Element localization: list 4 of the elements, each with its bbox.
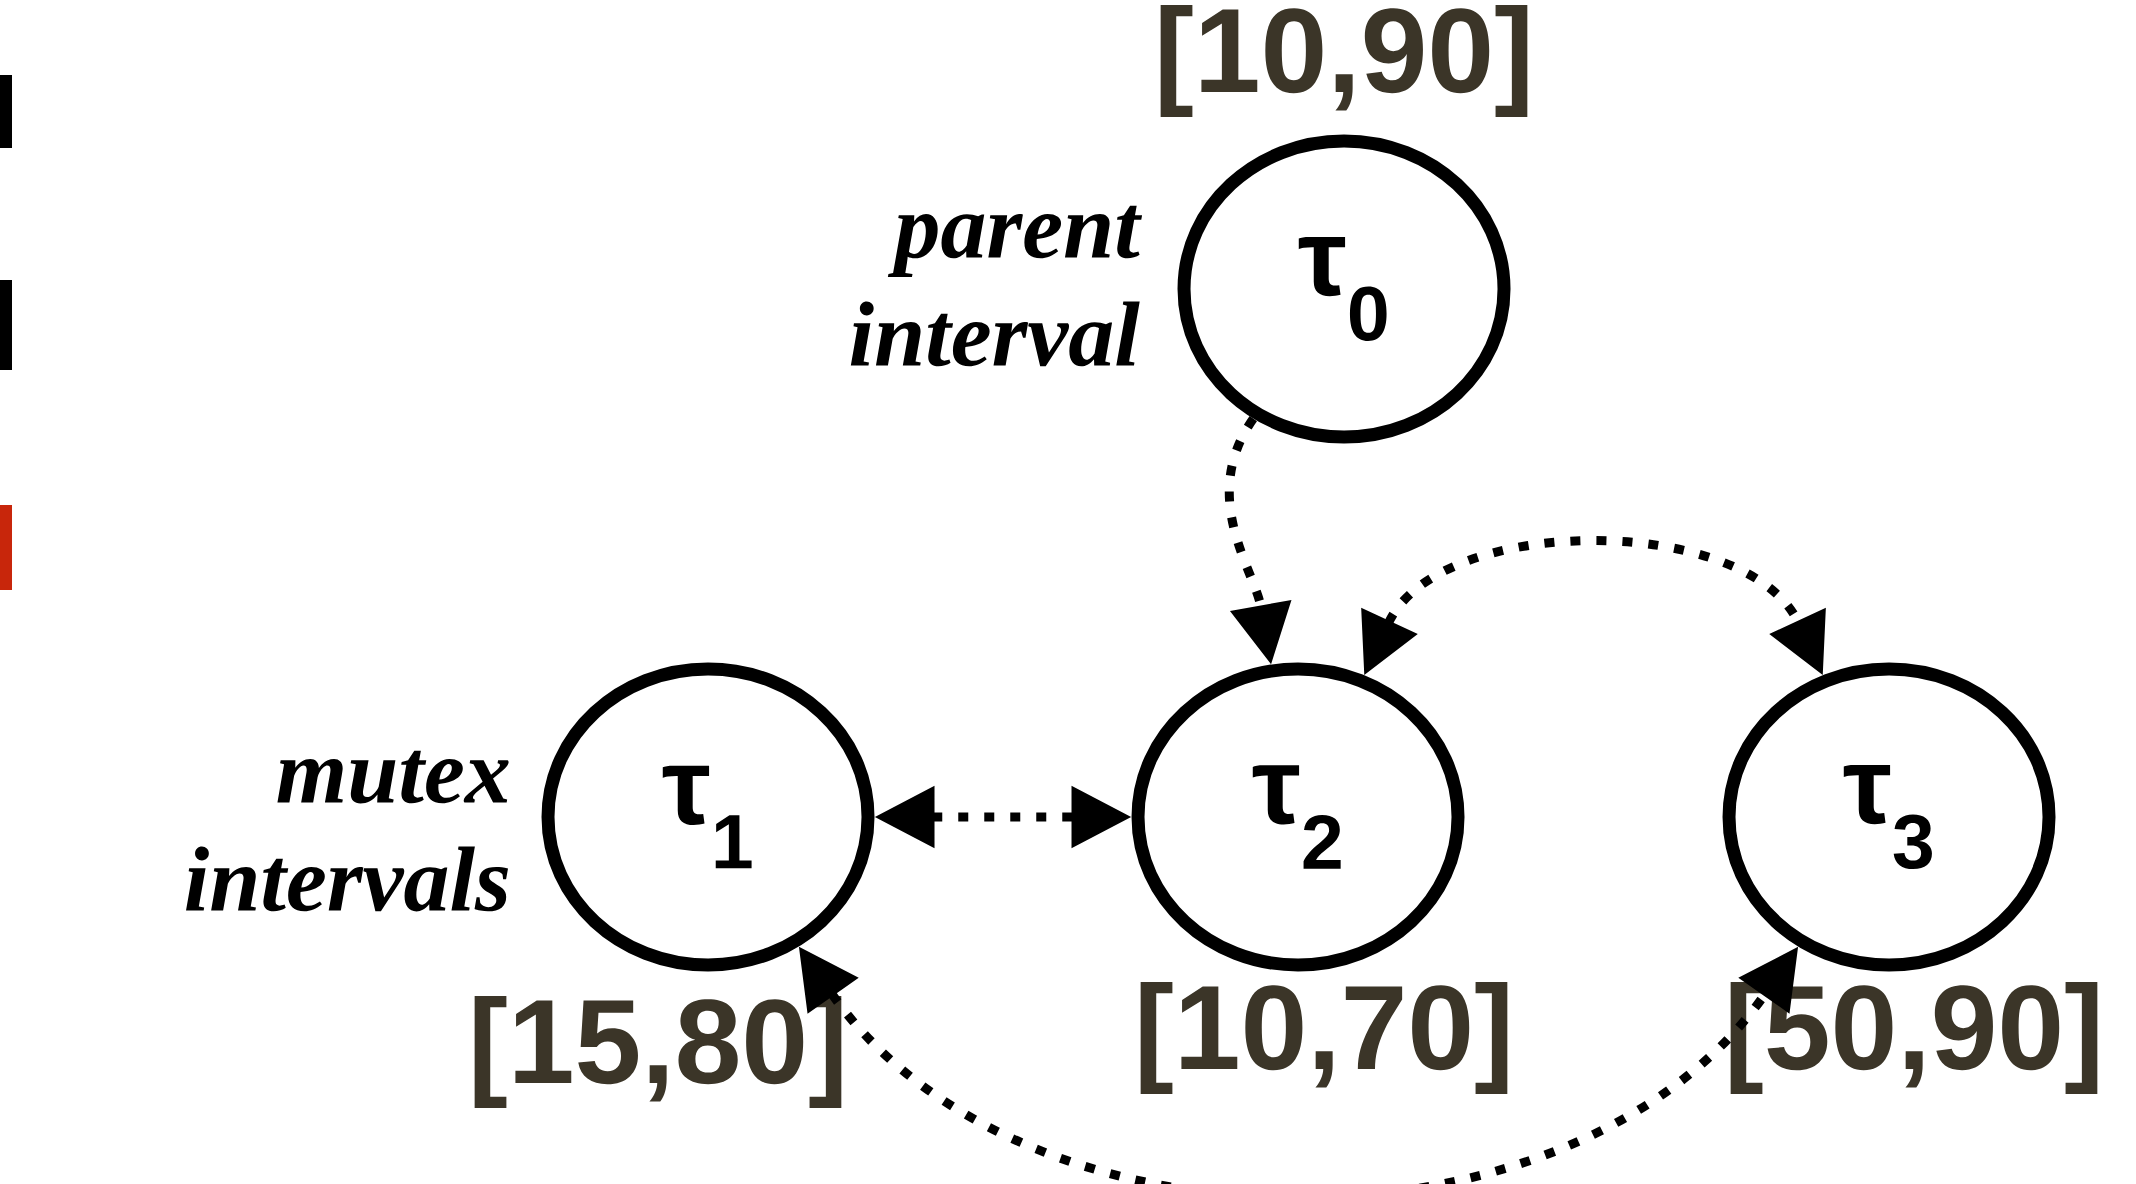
interval-label: [50,90] [1730,982,2098,1094]
interval-label: [10,90] [1160,5,1528,117]
interval-label: [10,70] [1140,982,1508,1094]
interval-label: [15,80] [474,996,842,1108]
